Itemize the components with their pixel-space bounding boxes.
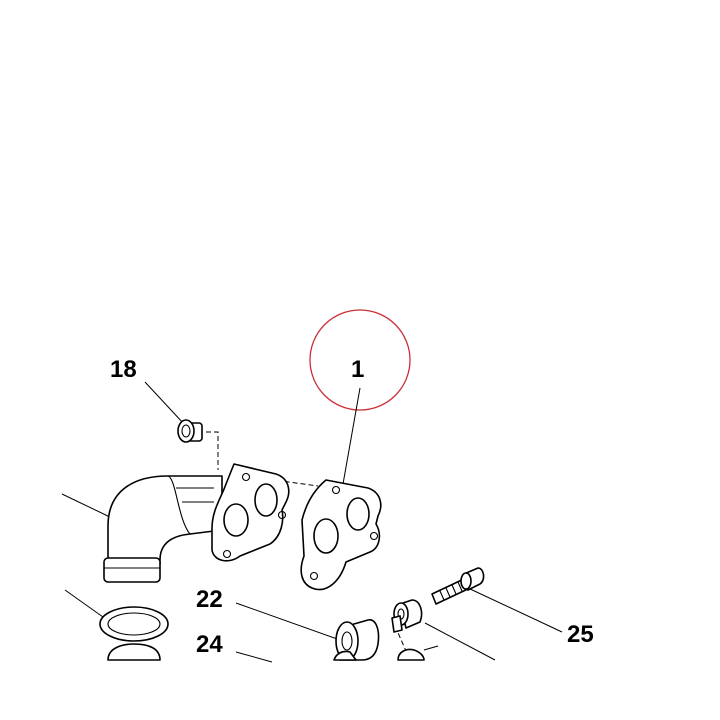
leader-line-nut — [424, 622, 496, 661]
callout-1[interactable]: 1 — [351, 356, 364, 383]
leader-line-ring — [64, 589, 104, 618]
callout-24[interactable]: 24 — [196, 631, 223, 658]
alignment-dashed-line-18 — [206, 431, 219, 470]
part-18-nut[interactable] — [177, 419, 203, 443]
partial-part-bottom-right[interactable] — [397, 648, 425, 661]
leader-line-18 — [144, 381, 185, 425]
callout-22[interactable]: 22 — [196, 586, 223, 613]
leader-line-1 — [342, 387, 361, 485]
callout-25[interactable]: 25 — [567, 621, 594, 648]
callout-1-highlight-circle[interactable] — [309, 309, 411, 411]
partial-part-bottom-center[interactable] — [333, 650, 357, 661]
part-22-sleeve[interactable] — [335, 619, 380, 661]
leader-line-22 — [235, 602, 341, 641]
alignment-dashed-line-stud — [394, 625, 411, 661]
part-25-bolt[interactable] — [431, 567, 485, 605]
leader-line-pipe — [61, 493, 113, 519]
partial-line-bottom-right — [423, 645, 439, 651]
exhaust-elbow-pipe[interactable] — [103, 475, 223, 583]
callout-18[interactable]: 18 — [110, 356, 137, 383]
nut-near-25[interactable] — [391, 599, 423, 633]
leader-line-24 — [235, 651, 273, 663]
manifold-flange[interactable] — [211, 463, 290, 562]
partial-ring-bottom[interactable] — [107, 643, 161, 661]
part-1-gasket[interactable] — [300, 479, 382, 591]
leader-line-25 — [467, 587, 563, 633]
gasket-ring[interactable] — [99, 606, 169, 642]
